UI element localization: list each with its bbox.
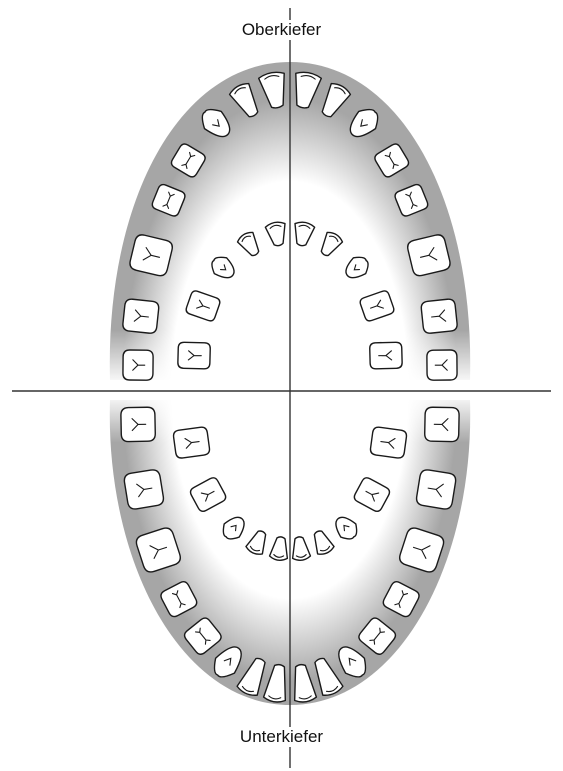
lower-permanent-right-8-tooth-icon [425, 407, 460, 442]
lower-permanent-left-8-tooth-icon [121, 407, 156, 442]
upper-permanent-left-6-tooth-icon [128, 233, 173, 277]
upper-permanent-right-8-tooth-icon [427, 350, 457, 380]
lower-deciduous-left-5-tooth-icon [173, 426, 210, 458]
lower-permanent-right-7-tooth-icon [415, 469, 456, 510]
upper-jaw-label: Oberkiefer [0, 20, 563, 40]
lower-jaw-label: Unterkiefer [0, 727, 563, 747]
upper-permanent-right-6-tooth-icon [406, 233, 451, 277]
upper-permanent-right-7-tooth-icon [421, 299, 458, 334]
upper-permanent-left-8-tooth-icon [123, 350, 153, 380]
lower-deciduous-right-5-tooth-icon [370, 426, 407, 458]
lower-permanent-left-7-tooth-icon [123, 469, 164, 510]
upper-permanent-left-7-tooth-icon [122, 299, 159, 334]
upper-deciduous-left-5-tooth-icon [178, 342, 211, 369]
upper-deciduous-right-5-tooth-icon [370, 342, 403, 369]
